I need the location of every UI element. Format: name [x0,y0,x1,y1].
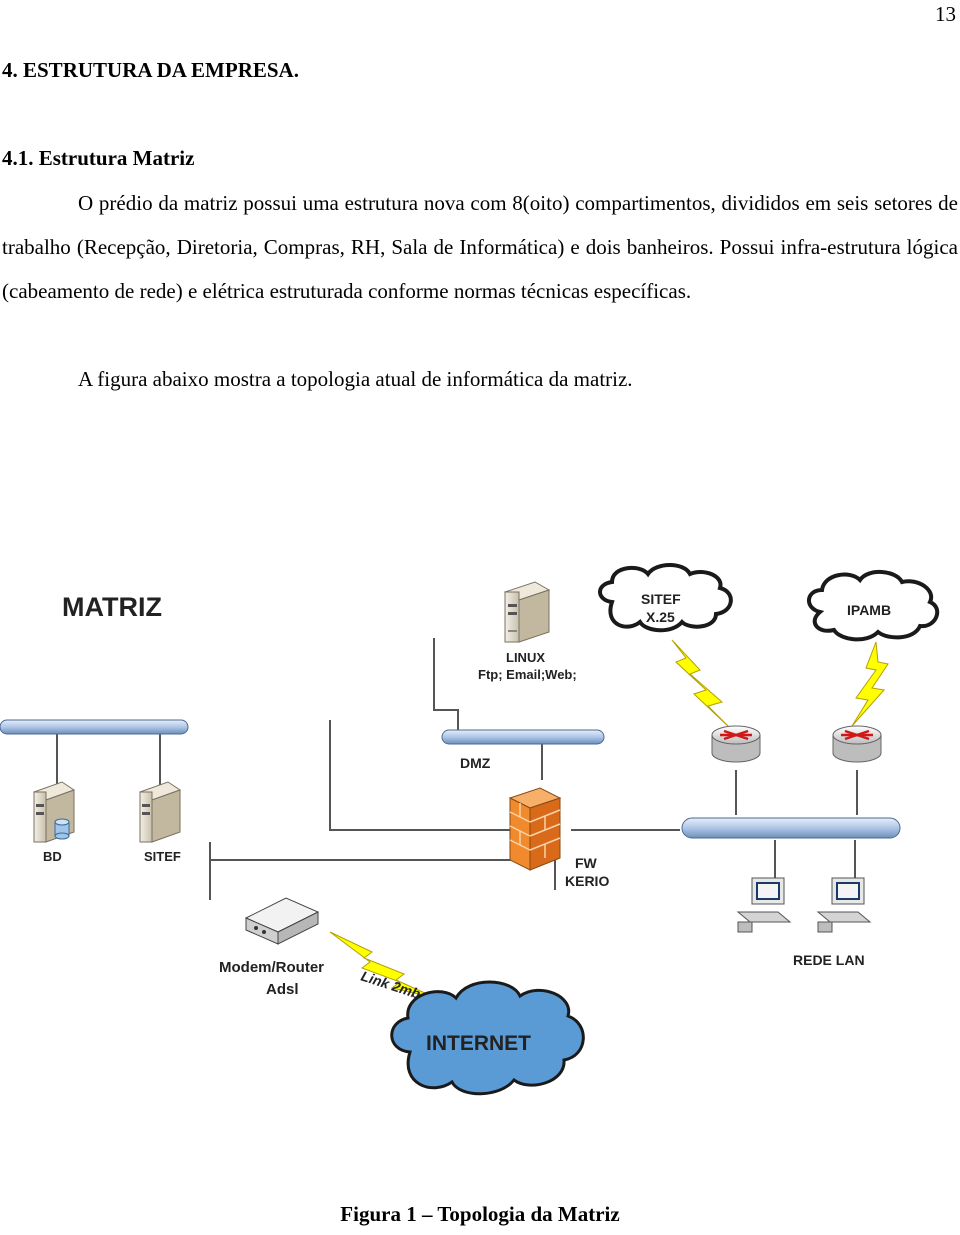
network-topology-diagram: MATRIZ LINUX Ftp; Email;Web; DMZ [0,563,940,1096]
internet-label: INTERNET [426,1032,531,1055]
diagram-title: MATRIZ [62,592,162,622]
linux-services-label: Ftp; Email;Web; [478,667,577,682]
paragraph-description: O prédio da matriz possui uma estrutura … [2,191,958,303]
workstation-icon-2 [816,877,872,933]
firewall-icon [508,787,562,871]
sitef-cloud-icon [598,563,733,633]
dmz-label: DMZ [460,755,491,771]
sitef-server-icon [138,781,182,843]
firewall-label-kerio: KERIO [565,873,609,889]
ipamb-cloud-icon [807,570,940,642]
bus-dmz [441,729,605,745]
bd-label: BD [43,849,62,864]
subsection-heading: 4.1. Estrutura Matriz [2,146,195,170]
linux-server-icon [503,581,551,643]
bus-left [0,719,189,735]
internet-cloud-icon [390,980,585,1096]
router-icon-ipamb [832,725,882,763]
bus-lan [681,817,901,839]
page-number: 13 [935,2,956,26]
modem-icon [244,897,320,945]
lightning-icon-sitef [671,639,731,729]
sitef-cloud-label-1: SITEF [641,591,681,607]
paragraph-figure-intro: A figura abaixo mostra a topologia atual… [78,367,633,391]
figure-caption: Figura 1 – Topologia da Matriz [340,1202,620,1226]
router-icon-sitef [711,725,761,763]
database-icon [54,818,70,840]
lightning-icon-ipamb [851,641,889,727]
linux-label: LINUX [506,650,545,665]
sitef-server-label: SITEF [144,849,181,864]
section-heading: 4. ESTRUTURA DA EMPRESA. [2,58,299,82]
lan-label: REDE LAN [793,952,865,968]
ipamb-label: IPAMB [847,602,891,618]
firewall-label-fw: FW [575,855,598,871]
modem-label-1: Modem/Router [219,959,324,976]
modem-label-2: Adsl [266,981,299,998]
sitef-cloud-label-2: X.25 [646,609,675,625]
connection-lines [56,638,858,900]
workstation-icon-1 [736,877,792,933]
